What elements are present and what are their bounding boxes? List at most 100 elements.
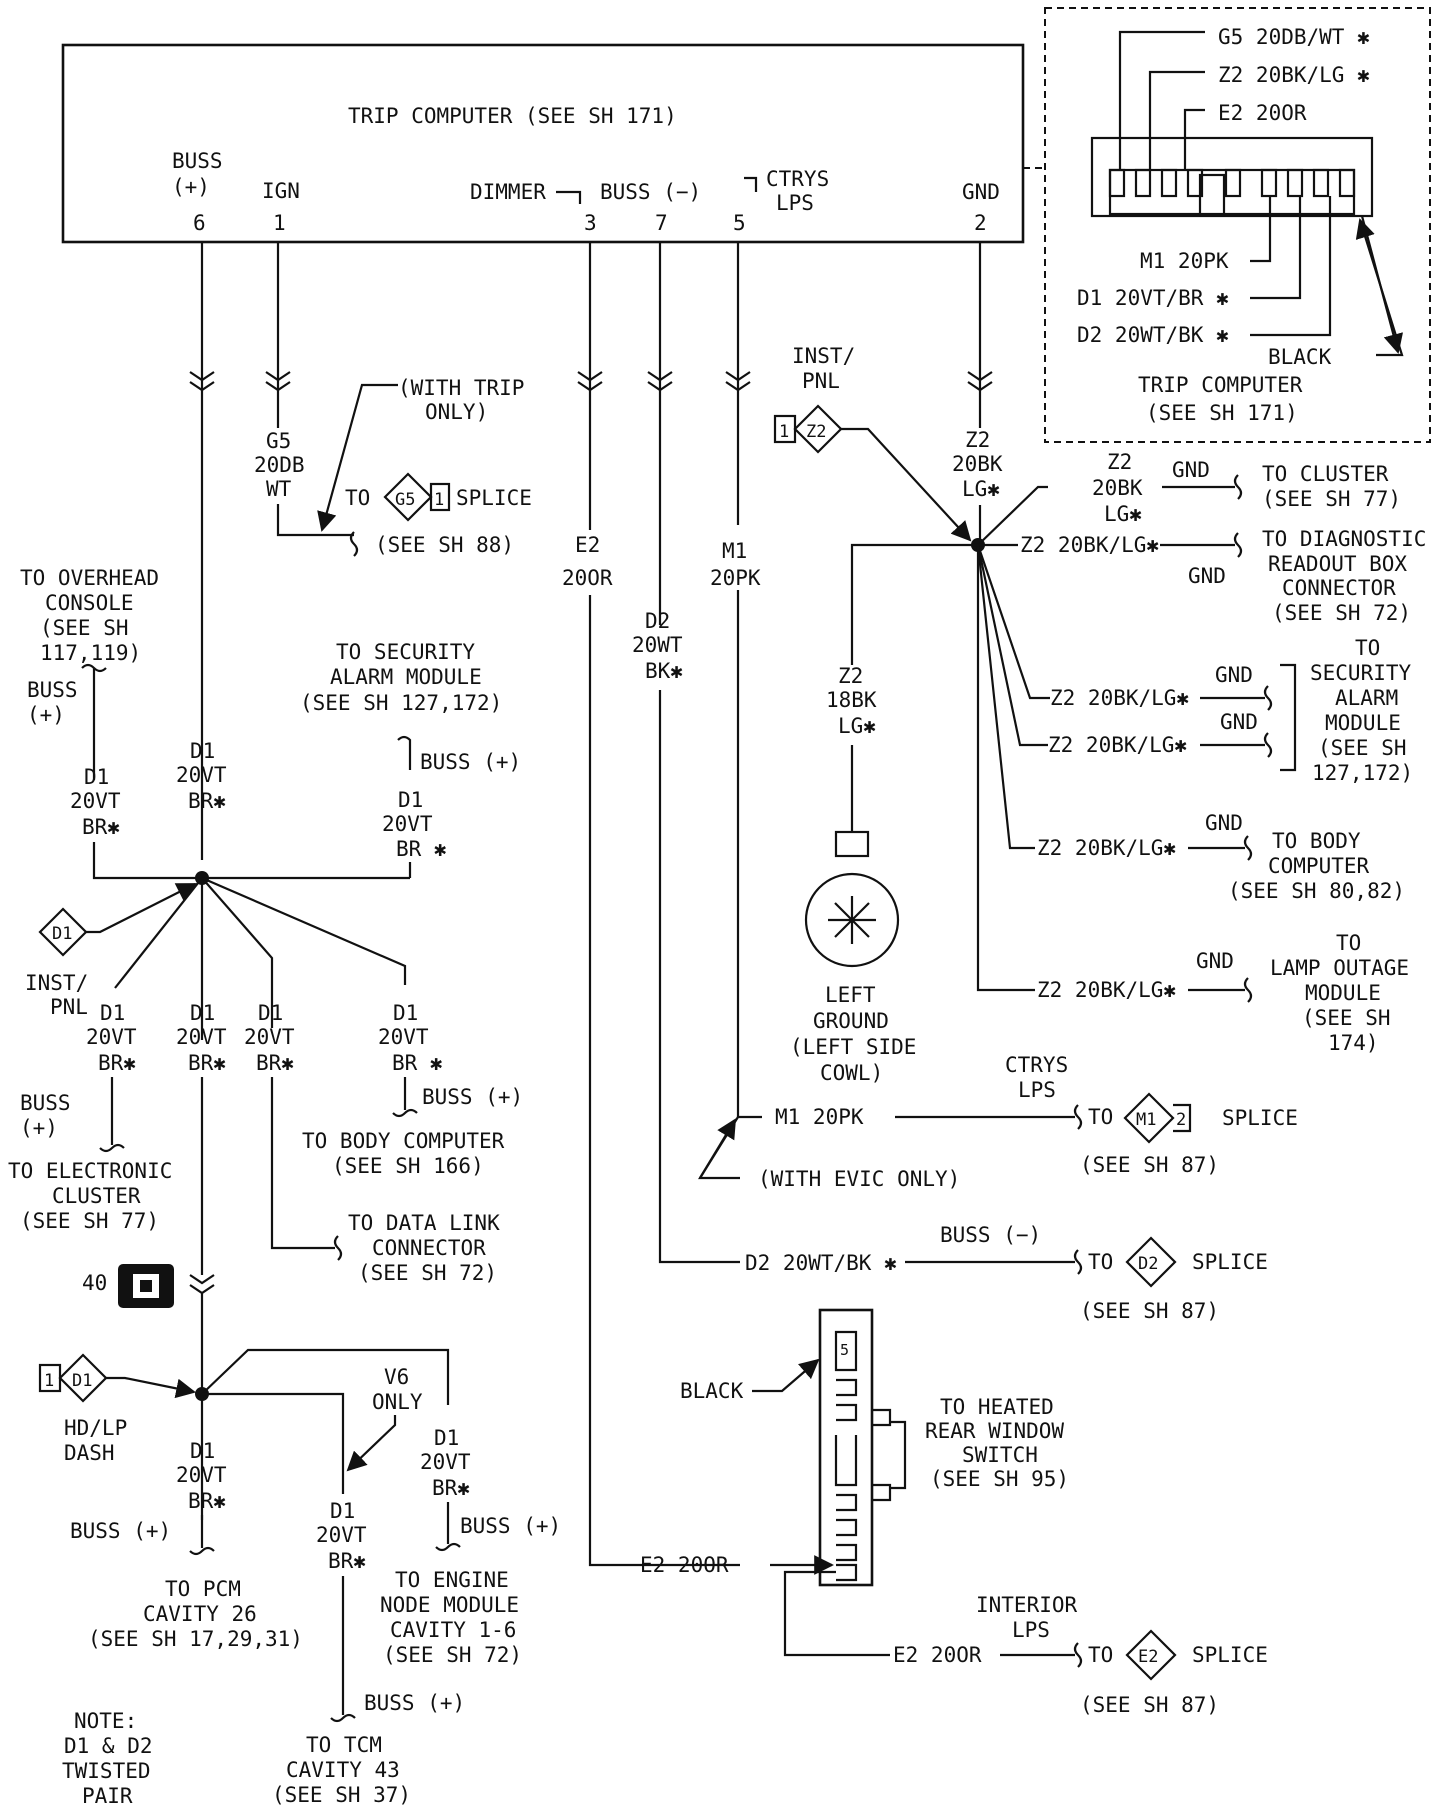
- destination-label: CAVITY 1-6: [390, 1618, 516, 1642]
- wire-label: Z2 20BK/LG✱: [1037, 978, 1176, 1002]
- destination-label: CONNECTOR: [372, 1236, 486, 1260]
- wire-label: 20BK: [1092, 476, 1143, 500]
- ground-lamp-icon: [804, 830, 900, 968]
- wire-label: 20VT: [70, 789, 121, 813]
- destination-label: MODULE: [1325, 711, 1401, 735]
- wire-label: BR✱: [432, 1476, 470, 1500]
- pin-number: 1: [273, 211, 286, 235]
- connector-color: BLACK: [1268, 345, 1332, 369]
- destination-label: TO BODY: [1272, 829, 1361, 853]
- destination-label: LAMP OUTAGE: [1270, 956, 1409, 980]
- buss-label: BUSS (+): [422, 1085, 523, 1109]
- wire-label: BR✱: [188, 1051, 226, 1075]
- note-label: LPS: [1012, 1618, 1050, 1642]
- wire-label: G5 20DB/WT ✱: [1218, 25, 1370, 49]
- wire-label: Z2: [1107, 450, 1132, 474]
- destination-label: TO: [1336, 931, 1361, 955]
- destination-label: (SEE SH 77): [20, 1209, 159, 1233]
- pin-number: 6: [193, 211, 206, 235]
- destination-label: (SEE SH 37): [272, 1783, 411, 1807]
- destination-label: (SEE SH 17,29,31): [88, 1627, 303, 1651]
- wire-label: Z2 20BK/LG✱: [1020, 533, 1159, 557]
- destination-label: ALARM: [1335, 686, 1398, 710]
- wire-label: BR✱: [82, 815, 120, 839]
- reference-label: (SEE SH 87): [1080, 1153, 1219, 1177]
- destination-label: CLUSTER: [52, 1184, 141, 1208]
- wire-label: D1: [84, 765, 109, 789]
- wire-label: M1 20PK: [775, 1105, 864, 1129]
- destination-label: (SEE SH 72): [383, 1643, 522, 1667]
- splice-id: E2: [1138, 1647, 1158, 1667]
- destination-label: 117,119): [40, 641, 141, 665]
- note-label: ONLY): [425, 400, 488, 424]
- destination-label: (SEE SH: [1302, 1006, 1391, 1030]
- to-label: TO: [345, 486, 370, 510]
- module-title: TRIP COMPUTER (SEE SH 171): [348, 104, 677, 128]
- splice-label: SPLICE: [1222, 1106, 1298, 1130]
- gnd-label: GND: [1196, 949, 1234, 973]
- pin-label: IGN: [262, 179, 300, 203]
- destination-label: CAVITY 26: [143, 1602, 257, 1626]
- destination-label: SECURITY: [1310, 661, 1412, 685]
- wire-label: 20VT: [176, 763, 227, 787]
- to-label: TO: [1088, 1643, 1113, 1667]
- destination-label: (SEE SH 80,82): [1228, 879, 1405, 903]
- wire-label: Z2 20BK/LG✱: [1048, 733, 1187, 757]
- wire-label: 20VT: [176, 1463, 227, 1487]
- splice-id: G5: [395, 490, 415, 510]
- destination-label: SWITCH: [962, 1443, 1038, 1467]
- destination-label: ALARM MODULE: [330, 665, 482, 689]
- wire-label: E2 20OR: [893, 1643, 982, 1667]
- splice-id: M1: [1136, 1110, 1156, 1130]
- pin-label: BUSS (−): [600, 180, 701, 204]
- buss-label: BUSS (+): [460, 1514, 561, 1538]
- wire-label: LG✱: [962, 477, 1000, 501]
- note-label: (WITH TRIP: [398, 376, 524, 400]
- wire-label: WT: [266, 477, 292, 501]
- wire-label: Z2 20BK/LG✱: [1050, 686, 1189, 710]
- gnd-label: GND: [1172, 458, 1210, 482]
- wire-label: Z2 20BK/LG ✱: [1218, 63, 1370, 87]
- wire-label: 20PK: [710, 566, 761, 590]
- connector-label: PNL: [802, 369, 840, 393]
- destination-label: (SEE SH 95): [930, 1467, 1069, 1491]
- wire-label: Z2 20BK/LG✱: [1037, 836, 1176, 860]
- pin-label: (+): [172, 175, 210, 199]
- wire-label: 18BK: [826, 688, 877, 712]
- note-label: D1 & D2: [64, 1734, 153, 1758]
- destination-label: CONSOLE: [45, 591, 134, 615]
- ground-label: GROUND: [813, 1009, 889, 1033]
- reference-label: (SEE SH 87): [1080, 1299, 1219, 1323]
- destination-label: TO OVERHEAD: [20, 566, 159, 590]
- destination-label: (SEE SH 72): [358, 1261, 497, 1285]
- wire-label: D1: [190, 1439, 215, 1463]
- wire-label: D1: [258, 1001, 283, 1025]
- wire-label: BR✱: [188, 1489, 226, 1513]
- connector-pin: 5: [840, 1341, 849, 1359]
- gnd-label: GND: [1220, 710, 1258, 734]
- connector-label: INST/: [792, 344, 855, 368]
- wire-label: D2 20WT/BK ✱: [1077, 323, 1229, 347]
- pin-number: 3: [584, 211, 597, 235]
- to-label: TO: [1088, 1250, 1113, 1274]
- connector-view: G5 20DB/WT ✱ Z2 20BK/LG ✱ E2 20OR M1 20P…: [1044, 7, 1431, 443]
- splice-pin: 1: [434, 490, 444, 510]
- destination-label: (SEE SH: [1318, 736, 1407, 760]
- right-lower-network: (WITH EVIC ONLY) M1 20PK CTRYS LPS TO M1…: [640, 1053, 1298, 1717]
- destination-label: (SEE SH 77): [1262, 487, 1401, 511]
- connector-color: BLACK: [680, 1379, 744, 1403]
- destination-label: TO BODY COMPUTER: [302, 1129, 505, 1153]
- wire-label: 20VT: [86, 1025, 137, 1049]
- reference-label: (SEE SH 87): [1080, 1693, 1219, 1717]
- pin-number: 7: [655, 211, 668, 235]
- connector-caption: (SEE SH 171): [1146, 401, 1298, 425]
- wire-label: G5: [266, 429, 291, 453]
- connector-pin: 1: [44, 1371, 54, 1391]
- wire-label: BR ✱: [392, 1051, 443, 1075]
- connector-label: HD/LP: [64, 1416, 127, 1440]
- wire-label: D1: [190, 1001, 215, 1025]
- destination-label: TO DIAGNOSTIC: [1262, 527, 1426, 551]
- splice-label: SPLICE: [456, 486, 532, 510]
- wire-label: BR ✱: [396, 837, 447, 861]
- pin-label: BUSS: [172, 149, 223, 173]
